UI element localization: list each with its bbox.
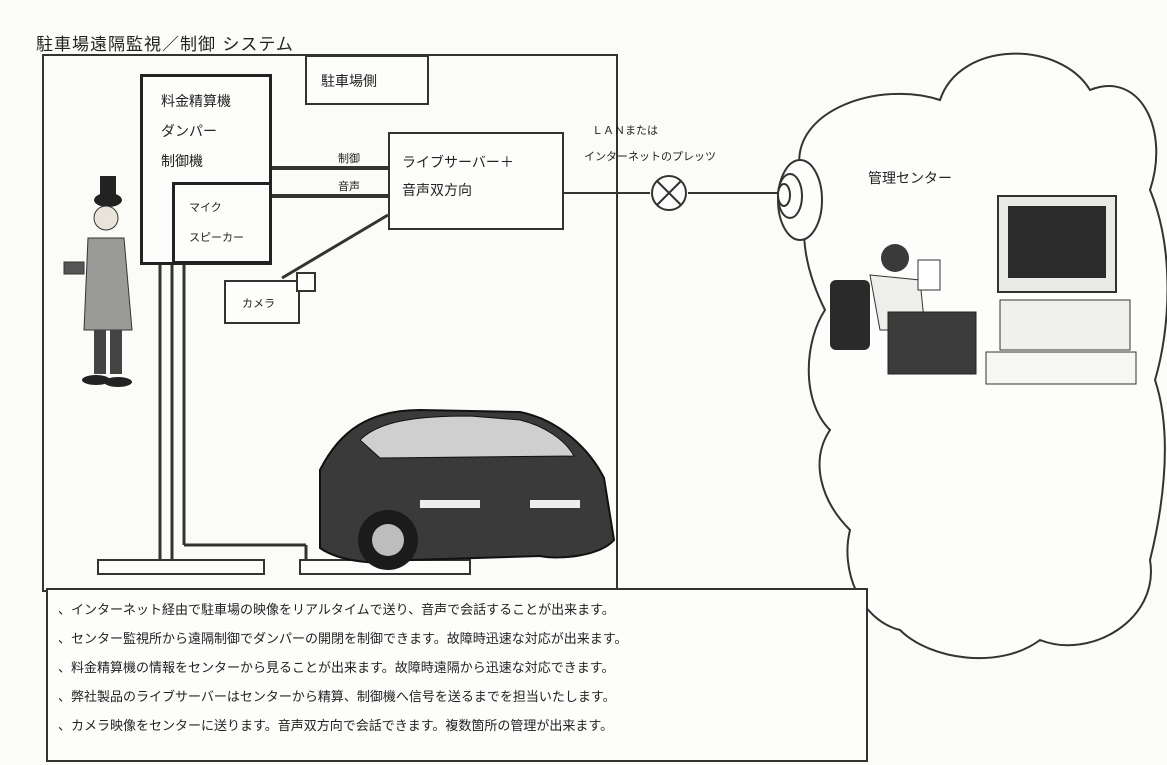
wire-control-label: 制御: [338, 152, 360, 165]
center-label: 管理センター: [868, 171, 952, 187]
machine-line-1: 料金精算機: [161, 94, 231, 110]
parking-side-label: 駐車場側: [321, 74, 377, 90]
note-item: 、弊社製品のライブサーバーはセンターから精算、制御機へ信号を送るまでを担当いたし…: [58, 690, 616, 705]
speaker-label: スピーカー: [189, 231, 244, 244]
machine-line-2: ダンパー: [161, 124, 217, 140]
machine-line-3: 制御機: [161, 154, 203, 170]
server-line-2: 音声双方向: [402, 183, 472, 199]
diagram-title: 駐車場遠隔監視／制御 システム: [36, 35, 294, 55]
notes-panel: 、インターネット経由で駐車場の映像をリアルタイムで送り、音声で会話することが出来…: [46, 588, 868, 762]
mic-label: マイク: [189, 201, 222, 214]
note-item: 、料金精算機の情報をセンターから見ることが出来ます。故障時遠隔から迅速な対応でき…: [58, 661, 615, 676]
server-line-1: ライブサーバー＋: [402, 155, 514, 171]
live-server-box: ライブサーバー＋ 音声双方向: [388, 132, 564, 230]
camera-label: カメラ: [242, 297, 275, 310]
mic-speaker-box: マイク スピーカー: [172, 182, 272, 264]
camera-box: カメラ: [224, 280, 300, 324]
note-item: 、インターネット経由で駐車場の映像をリアルタイムで送り、音声で会話することが出来…: [58, 603, 615, 618]
notes-list: 、インターネット経由で駐車場の映像をリアルタイムで送り、音声で会話することが出来…: [58, 596, 866, 741]
wire-audio-label: 音声: [338, 180, 360, 193]
note-item: 、カメラ映像をセンターに送ります。音声双方向で会話できます。複数箇所の管理が出来…: [58, 719, 614, 734]
parking-side-label-box: 駐車場側: [305, 55, 429, 105]
network-label-1: ＬＡＮまたは: [592, 124, 658, 137]
camera-lens: [296, 272, 316, 292]
network-label-2: インターネットのプレッツ: [584, 150, 716, 163]
note-item: 、センター監視所から遠隔制御でダンパーの開閉を制御できます。故障時迅速な対応が出…: [58, 632, 628, 647]
